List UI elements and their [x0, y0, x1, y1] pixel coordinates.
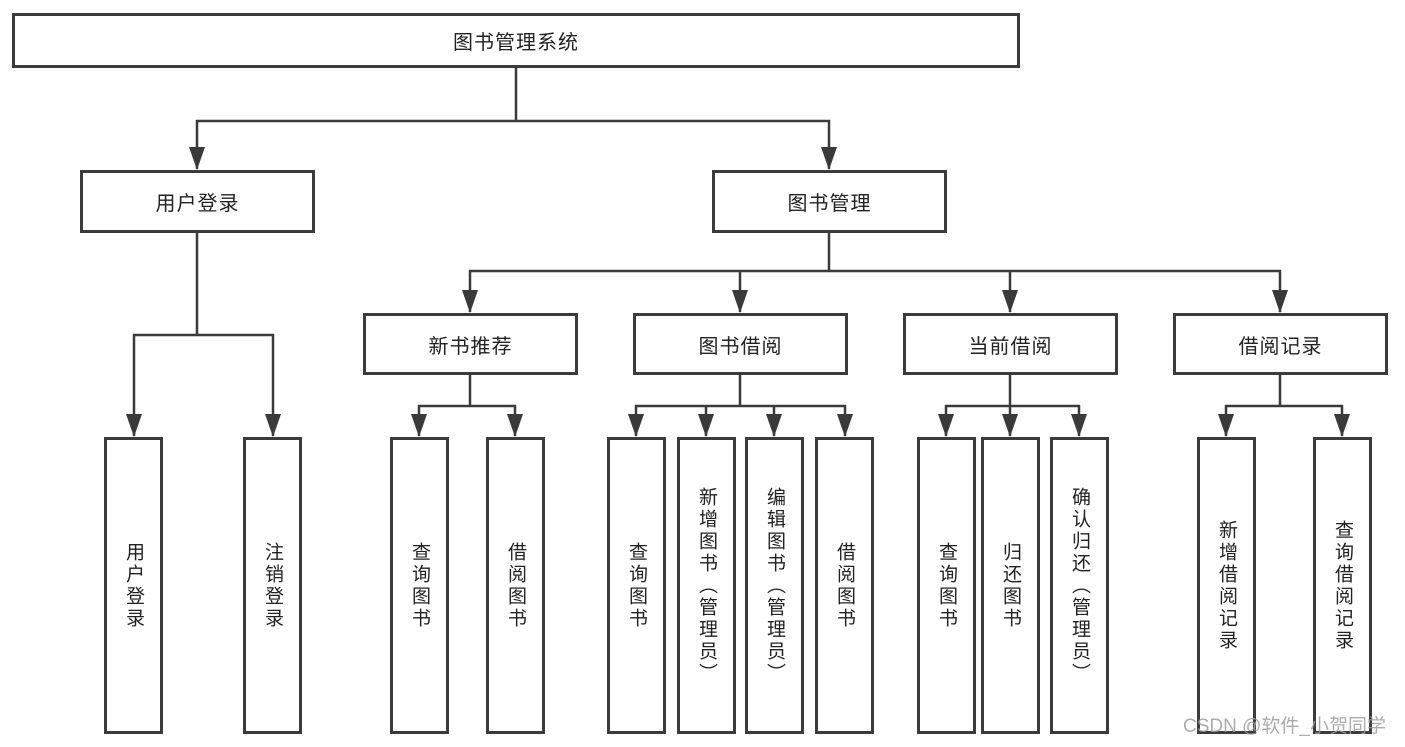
node-user-login-branch: 用户登录	[80, 170, 315, 233]
node-label: 借阅图书	[505, 541, 526, 630]
leaf-current-confirm-return-admin: 确认归还（管理员）	[1050, 437, 1109, 734]
node-label: 查询图书	[409, 541, 430, 630]
node-root-library-management-system: 图书管理系统	[12, 13, 1020, 68]
node-label: 图书管理系统	[453, 32, 579, 54]
node-label: 新书推荐	[428, 335, 513, 358]
node-label: 确认归还（管理员）	[1069, 486, 1090, 685]
node-label: 新增图书（管理员）	[696, 486, 717, 685]
node-label: 借阅图书	[834, 541, 855, 630]
node-label: 借阅记录	[1238, 335, 1323, 358]
node-borrow-records: 借阅记录	[1173, 313, 1388, 375]
leaf-recommend-borrow-books: 借阅图书	[486, 437, 545, 734]
node-label: 查询借阅记录	[1332, 519, 1353, 652]
leaf-user-login: 用户登录	[104, 437, 163, 734]
node-label: 查询图书	[936, 541, 957, 630]
node-book-borrowing: 图书借阅	[633, 313, 848, 375]
node-label: 注销登录	[262, 541, 283, 630]
leaf-recommend-query-books: 查询图书	[390, 437, 449, 734]
leaf-borrowing-borrow-books: 借阅图书	[815, 437, 874, 734]
leaf-records-add-borrow-record: 新增借阅记录	[1197, 437, 1256, 734]
node-label: 查询图书	[626, 541, 647, 630]
leaf-borrowing-query-books: 查询图书	[607, 437, 666, 734]
leaf-borrowing-edit-books-admin: 编辑图书（管理员）	[745, 437, 804, 734]
leaf-records-query-borrow-record: 查询借阅记录	[1313, 437, 1372, 734]
node-new-book-recommend: 新书推荐	[363, 313, 578, 375]
csdn-watermark: CSDN @软件_小贺同学	[1183, 716, 1386, 737]
leaf-current-query-books: 查询图书	[917, 437, 976, 734]
node-label: 图书借阅	[698, 335, 783, 358]
node-label: 图书管理	[787, 193, 872, 215]
node-label: 用户登录	[123, 541, 144, 630]
leaf-current-return-books: 归还图书	[981, 437, 1040, 734]
node-label: 归还图书	[1000, 541, 1021, 630]
leaf-borrowing-add-books-admin: 新增图书（管理员）	[677, 437, 736, 734]
node-current-borrowing: 当前借阅	[903, 313, 1118, 375]
node-label: 当前借阅	[968, 335, 1053, 358]
node-book-management-branch: 图书管理	[712, 170, 947, 233]
node-label: 用户登录	[155, 193, 240, 215]
leaf-logout: 注销登录	[243, 437, 302, 734]
node-label: 编辑图书（管理员）	[764, 486, 785, 685]
node-label: 新增借阅记录	[1216, 519, 1237, 652]
